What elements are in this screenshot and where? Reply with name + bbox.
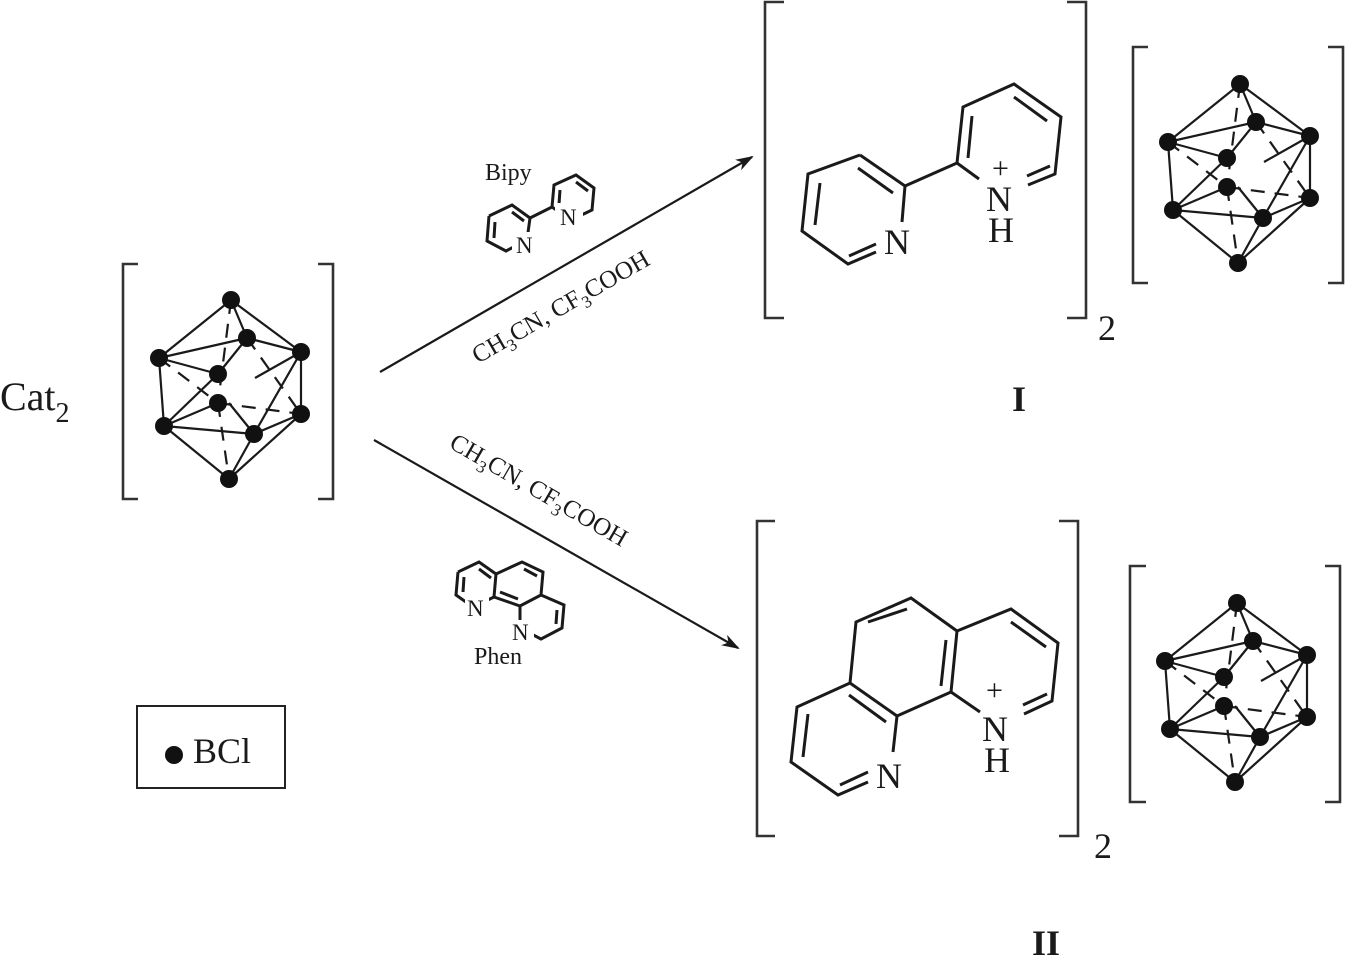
bipy-n-1: N <box>516 233 533 258</box>
legend-label: BCl <box>193 731 251 771</box>
product-II-anion-bracket <box>1128 564 1342 804</box>
bcl-atom-icon <box>165 746 183 764</box>
product-II-nh-n: N <box>982 709 1008 749</box>
phen-structure: N N <box>454 560 566 645</box>
product-I-label: I <box>1012 379 1026 419</box>
reaction-arrow-top <box>379 155 754 373</box>
product-II-label: II <box>1032 923 1060 963</box>
product-II-nh-h: H <box>984 740 1010 780</box>
product-II-charge: + <box>986 674 1003 707</box>
phen-label: Phen <box>474 644 522 670</box>
bipy-label: Bipy <box>485 160 532 186</box>
phen-n-2: N <box>512 620 529 645</box>
bipy-n-2: N <box>560 205 577 230</box>
conditions-bottom: CH3CN, CF3COOH <box>443 429 632 556</box>
reactant-label: Cat2 <box>0 374 70 429</box>
product-II-cation-bracket <box>755 519 1080 838</box>
reactant-cluster-icon <box>148 289 312 490</box>
product-I-cluster-icon <box>1157 73 1321 274</box>
product-II-cluster-icon <box>1154 592 1318 793</box>
product-I-cation-bracket <box>763 0 1088 320</box>
product-II-n: N <box>876 756 902 796</box>
product-I-anion-bracket <box>1131 45 1345 285</box>
bipy-structure: N N <box>485 173 596 258</box>
product-II-stoichiometry: 2 <box>1094 826 1112 866</box>
reaction-arrow-bottom <box>373 439 740 649</box>
product-I-stoichiometry: 2 <box>1098 308 1116 348</box>
product-I-n: N <box>884 222 910 262</box>
phenanthrolinium-structure <box>789 596 1060 797</box>
phen-n-1: N <box>467 596 484 621</box>
reactant-anion-bracket <box>121 262 335 501</box>
product-I-charge: + <box>992 152 1009 185</box>
conditions-top: CH3CN, CF3COOH <box>468 246 657 373</box>
product-I-nh-n: N <box>986 179 1012 219</box>
bipyridinium-structure <box>800 82 1063 266</box>
legend-box: BCl <box>136 705 286 789</box>
product-I-nh-h: H <box>988 210 1014 250</box>
